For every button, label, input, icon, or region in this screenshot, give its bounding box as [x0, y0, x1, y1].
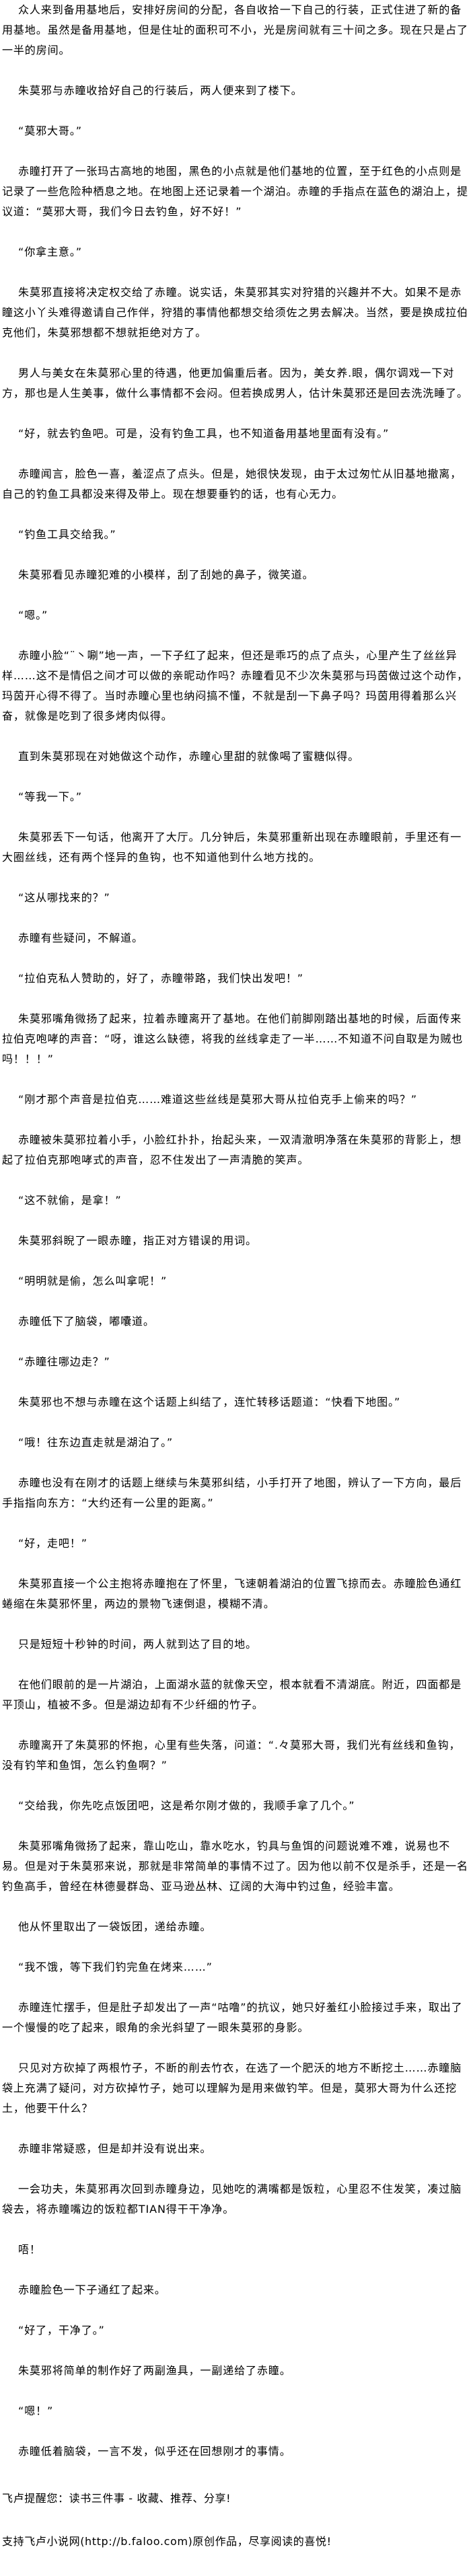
paragraph: 朱莫邪与赤瞳收拾好自己的行装后，两人便来到了楼下。 [18, 84, 303, 97]
paragraph: 赤瞳被朱莫邪拉着小手，小脸红扑扑，抬起头来，一双清澈明净落在朱莫邪的背影上，想起… [2, 1133, 462, 1166]
paragraph: 众人来到备用基地后，安排好房间的分配，各自收拾一下自己的行装，正式住进了新的备用… [2, 3, 468, 56]
paragraph: “等我一下。” [18, 790, 82, 803]
paragraph: “嗯。” [18, 609, 48, 621]
paragraph: 朱莫邪看见赤瞳犯难的小模样，刮了刮她的鼻子，微笑道。 [18, 568, 314, 581]
paragraph: “好，就去钓鱼吧。可是，没有钓鱼工具，也不知道备用基地里面有没有。” [18, 427, 390, 440]
paragraph: 唔！ [18, 2243, 41, 2256]
paragraph: 他从怀里取出了一袋饭团，递给赤瞳。 [18, 1920, 212, 1933]
paragraph: 一会功夫，朱莫邪再次回到赤瞳身边，见她吃的满嘴都是饭粒，心里忍不住发笑，凑过脑袋… [2, 2183, 462, 2215]
paragraph: “莫邪大哥。” [18, 124, 82, 137]
paragraph: 赤瞳低着脑袋，一言不发，似乎还在回想刚才的事情。 [18, 2445, 291, 2458]
paragraph: 赤瞳非常疑惑，但是却并没有说出来。 [18, 2142, 212, 2155]
paragraph: 朱莫邪丢下一句话，他离开了大厅。几分钟后，朱莫邪重新出现在赤瞳眼前，手里还有一大… [2, 831, 462, 864]
paragraph: 赤瞳闻言，脸色一喜，羞涩点了点头。但是，她很快发现，由于太过匆忙从旧基地撤离，自… [2, 467, 462, 500]
paragraph: 男人与美女在朱莫邪心里的待遇，他更加偏重后者。因为，美女养.眼，偶尔调戏一下对方… [2, 367, 468, 400]
paragraph: “明明就是偷，怎么叫拿呢！” [18, 1275, 168, 1287]
paragraph: 朱莫邪嘴角微扬了起来，靠山吃山，靠水吃水，钓具与鱼饵的问题说难不难，说易也不易。… [2, 1840, 468, 1893]
paragraph: “你拿主意。” [18, 245, 82, 258]
paragraph: 赤瞳低下了脑袋，嘟囔道。 [18, 1315, 155, 1328]
paragraph: “这不就偷，是拿！” [18, 1194, 122, 1207]
paragraph: “刚才那个声音是拉伯克……难道这些丝线是莫邪大哥从拉伯克手上偷来的吗？” [18, 1093, 417, 1106]
paragraph: 赤瞳有些疑问，不解道。 [18, 932, 143, 944]
paragraph: 赤瞳小脸“¨丶唰”地一声，一下子红了起来，但还是乖巧的点了点头，心里产生了丝丝异… [2, 649, 468, 722]
paragraph: 在他们眼前的是一片湖泊，上面湖水蓝的就像天空，根本就看不清湖底。附近，四面都是平… [2, 1678, 462, 1711]
paragraph: 只见对方砍掉了两根竹子，不断的削去竹衣，在选了一个肥沃的地方不断挖土……赤瞳脑袋… [2, 2061, 462, 2115]
paragraph: 朱莫邪也不想与赤瞳在这个话题上纠结了，连忙转移话题道：“快看下地图。” [18, 1396, 401, 1408]
paragraph: “钓鱼工具交给我。” [18, 528, 116, 541]
paragraph: “交给我，你先吃点饭团吧，这是希尔刚才做的，我顺手拿了几个。” [18, 1799, 355, 1812]
paragraph: “我不饿，等下我们钓完鱼在烤来……” [18, 1961, 213, 1973]
paragraph: “这从哪找来的？” [18, 891, 110, 904]
paragraph: 赤瞳打开了一张玛古高地的地图，黑色的小点就是他们基地的位置，至于红色的小点则是记… [2, 165, 468, 218]
paragraph: “赤瞳往哪边走？” [18, 1355, 110, 1368]
paragraph: “好了，干净了。” [18, 2324, 105, 2337]
paragraph: “哦！往东边直走就是湖泊了。” [18, 1436, 174, 1449]
paragraph: 赤瞳脸色一下子通红了起来。 [18, 2283, 166, 2296]
paragraph: 赤瞳连忙摆手，但是肚子却发出了一声“咕噜”的抗议，她只好羞红小脸接过手来，取出了… [2, 2001, 463, 2034]
paragraph: “拉伯克私人赞助的，好了，赤瞳带路，我们快出发吧！” [18, 972, 303, 985]
paragraph: 朱莫邪斜睨了一眼赤瞳，指正对方错误的用词。 [18, 1234, 257, 1247]
paragraph: 朱莫邪直接一个公主抱将赤瞳抱在了怀里，飞速朝着湖泊的位置飞掠而去。赤瞳脸色通红蜷… [2, 1577, 462, 1610]
chapter-content: 众人来到备用基地后，安排好房间的分配，各自收拾一下自己的行装，正式住进了新的备用… [2, 3, 468, 2458]
paragraph: 赤瞳离开了朱莫邪的怀抱，心里有些失落，问道：“.々莫邪大哥，我们光有丝线和鱼钩，… [2, 1739, 461, 1772]
footer-support-link[interactable]: 支持飞卢小说网(http://b.faloo.com)原创作品，尽享阅读的喜悦! [2, 2535, 332, 2548]
paragraph: 朱莫邪嘴角微扬了起来，拉着赤瞳离开了基地。在他们前脚刚踏出基地的时候，后面传来拉… [2, 1012, 464, 1065]
paragraph: 赤瞳也没有在刚才的话题上继续与朱莫邪纠结，小手打开了地图，辨认了一下方向，最后手… [2, 1476, 462, 1509]
paragraph: 直到朱莫邪现在对她做这个动作，赤瞳心里甜的就像喝了蜜糖似得。 [18, 750, 360, 763]
paragraph: 只是短短十秒钟的时间，两人就到达了目的地。 [18, 1638, 257, 1651]
footer-reminder: 飞卢提醒您：读书三件事 - 收藏、推荐、分享! [2, 2492, 231, 2505]
site-footer: 飞卢提醒您：读书三件事 - 收藏、推荐、分享! 支持飞卢小说网(http://b… [0, 2482, 471, 2552]
paragraph: “嗯！” [18, 2404, 54, 2417]
paragraph: “好，走吧！” [18, 1537, 87, 1550]
paragraph: 朱莫邪直接将决定权交给了赤瞳。说实话，朱莫邪其实对狩猎的兴趣并不大。如果不是赤瞳… [2, 286, 468, 339]
paragraph: 朱莫邪将简单的制作好了两副渔具，一副递给了赤瞳。 [18, 2364, 291, 2377]
